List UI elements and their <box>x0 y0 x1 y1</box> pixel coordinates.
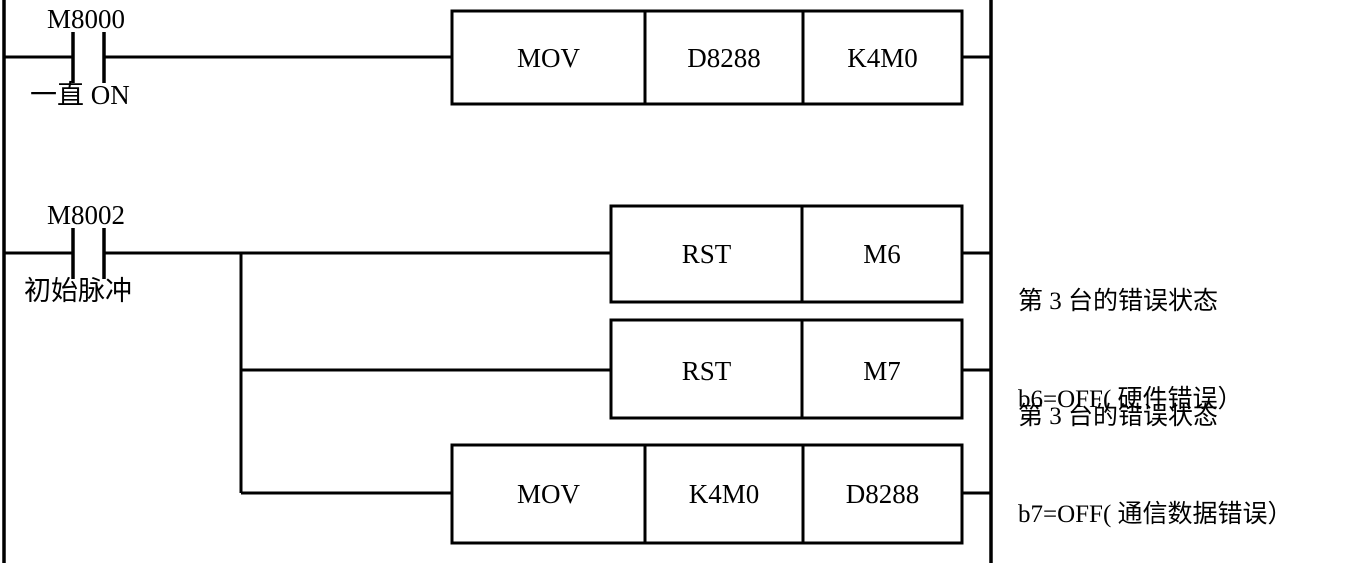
annotation-b6-line2: b6=OFF( 硬件错误） <box>1018 385 1243 413</box>
contact-device-label-m8002: M8002 <box>47 200 126 230</box>
instruction-cell-rst-m7-op: RST <box>681 356 732 386</box>
instruction-box-mov-1 <box>450 9 964 106</box>
annotation-b7-line2: b7=OFF( 通信数据错误） <box>1018 500 1293 528</box>
annotation-b6-line1: 第 3 台的错误状态 <box>1018 288 1219 315</box>
instruction-box-rst-m6 <box>609 204 964 304</box>
instruction-cell-rst-m6-dev: M6 <box>863 239 901 269</box>
instruction-cell-mov-1-op: MOV <box>516 43 580 73</box>
instruction-cell-mov-2-dst: D8288 <box>845 479 920 509</box>
contact-comment-label-m8000: 一直 ON <box>30 80 130 110</box>
instruction-cell-mov-1-dst: K4M0 <box>847 43 918 73</box>
annotation-b6: 第 3 台的错误状态 b6=OFF( 硬件错误） <box>1018 221 1243 481</box>
instruction-cell-mov-1-src: D8288 <box>687 43 761 73</box>
annotation-b7-line1: 第 3 台的错误状态 <box>1018 403 1219 430</box>
instruction-cell-rst-m7-dev: M7 <box>863 356 901 386</box>
contact-comment-label-m8002: 初始脉冲 <box>24 276 132 306</box>
contact-device-label-m8000: M8000 <box>47 4 126 34</box>
annotation-b7: 第 3 台的错误状态 b7=OFF( 通信数据错误） <box>1018 336 1293 563</box>
instruction-cell-rst-m6-op: RST <box>681 239 732 269</box>
instruction-cell-mov-2-src: K4M0 <box>688 479 760 509</box>
instruction-cell-mov-2-op: MOV <box>516 479 580 509</box>
